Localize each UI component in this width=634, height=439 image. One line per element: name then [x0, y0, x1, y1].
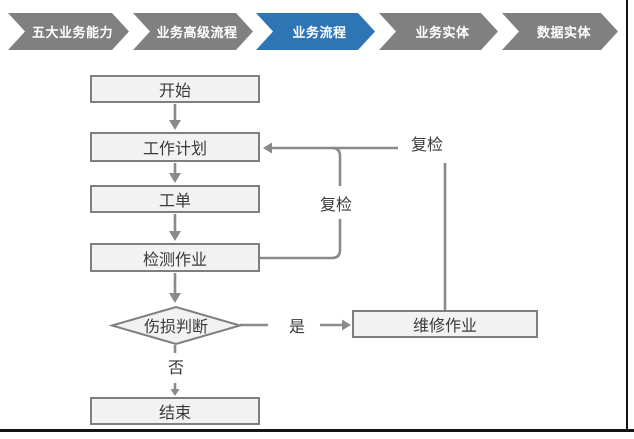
node-work-plan: 工作计划: [90, 132, 260, 162]
breadcrumb-step-high-level-process[interactable]: 业务高级流程: [133, 13, 253, 50]
arrowhead-into-plan: [263, 142, 272, 154]
edge-recheck-inner-upper: [331, 146, 342, 186]
edge-label-recheck-outer: 复检: [405, 133, 449, 154]
node-inspection-job: 检测作业: [90, 243, 260, 272]
arrowhead-down-1: [169, 120, 181, 130]
breadcrumb-step-five-capabilities[interactable]: 五大业务能力: [8, 13, 129, 50]
breadcrumb-step-data-entity[interactable]: 数据实体: [502, 13, 618, 50]
breadcrumb-step-business-process[interactable]: 业务流程: [256, 13, 375, 50]
node-damage-decision-label: 伤损判断: [143, 319, 208, 336]
node-repair-job: 维修作业: [352, 310, 538, 338]
edge-label-no: 否: [166, 356, 186, 377]
arrowhead-down-2: [169, 173, 181, 183]
frame-bottom-border: [0, 429, 634, 432]
arrowhead-down-4: [169, 293, 181, 303]
arrowhead-into-end: [170, 389, 180, 396]
node-start: 开始: [90, 75, 260, 103]
node-work-order: 工单: [90, 185, 260, 213]
edge-recheck-inner-lower: [260, 219, 342, 260]
node-end: 结束: [90, 397, 260, 425]
breadcrumb-step-business-entity[interactable]: 业务实体: [379, 13, 498, 50]
edge-label-yes: 是: [287, 315, 307, 336]
arrowhead-into-repair: [342, 319, 351, 331]
arrowhead-down-3: [169, 231, 181, 241]
edge-label-recheck-inner: 复检: [314, 193, 358, 214]
frame-right-border: [626, 0, 628, 431]
